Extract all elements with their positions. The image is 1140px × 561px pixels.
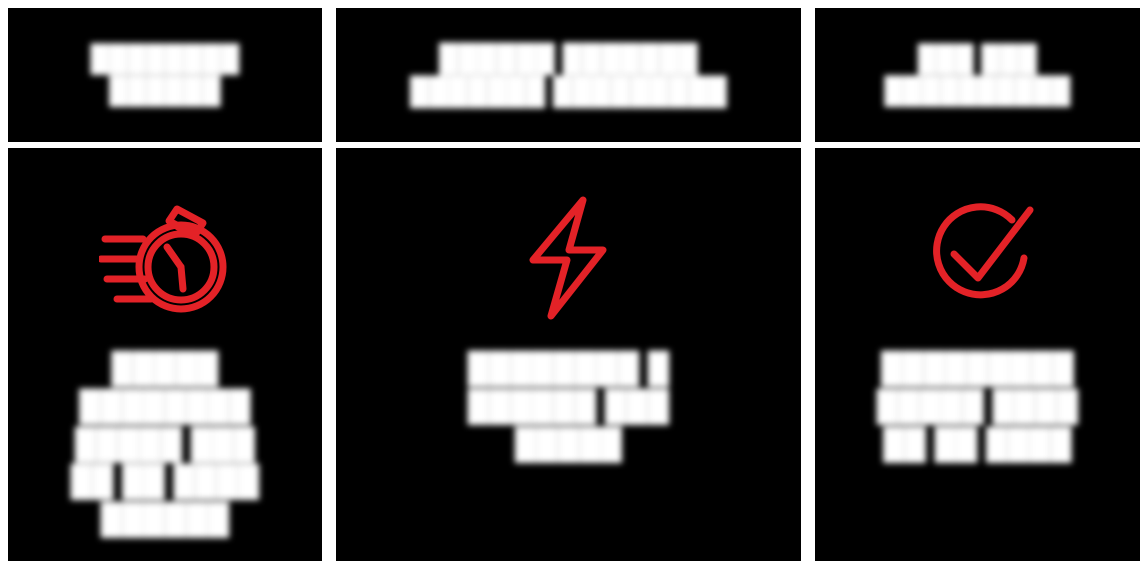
stopwatch-icon xyxy=(99,192,231,324)
feature-card-grid: ████████ ██████ ██████ ███████ ███████ █… xyxy=(8,8,1140,561)
feature-card-1-line-4: ██ ██ ████ xyxy=(70,465,260,499)
feature-card-1-line-1: █████ xyxy=(111,352,219,385)
header-card-2-text: ██████ ███████ ███████ █████████ xyxy=(410,42,727,108)
feature-card-3-line-2: █████ ████ xyxy=(876,389,1079,423)
feature-card-3-text: █████████ █████ ████ ██ ██ ████ xyxy=(877,350,1079,463)
feature-card-3-line-3: ██ ██ ████ xyxy=(883,427,1072,461)
feature-card-2-line-2: ██████ ███ xyxy=(467,389,670,423)
feature-card-3-line-1: █████████ xyxy=(880,352,1075,385)
feature-card-2: ████████ █ ██████ ███ █████ xyxy=(336,148,801,561)
header-card-2: ██████ ███████ ███████ █████████ xyxy=(336,8,801,142)
feature-card-1-text: █████ ████████ █████ ███ ██ ██ ████ ████… xyxy=(71,350,260,539)
header-card-1-line-2: ██████ xyxy=(109,75,221,105)
feature-card-1-line-3: █████ ███ xyxy=(74,427,256,461)
feature-card-3: █████████ █████ ████ ██ ██ ████ xyxy=(815,148,1140,561)
feature-card-1: █████ ████████ █████ ███ ██ ██ ████ ████… xyxy=(8,148,322,561)
header-card-3-line-2: ██████████ xyxy=(884,75,1071,105)
header-card-3-line-1: ███ ███ xyxy=(917,43,1038,74)
feature-card-2-line-1: ████████ █ xyxy=(467,352,670,385)
feature-card-2-text: ████████ █ ██████ ███ █████ xyxy=(468,350,670,463)
header-card-3-text: ███ ███ ██████████ xyxy=(884,43,1070,106)
header-card-3: ███ ███ ██████████ xyxy=(815,8,1140,142)
header-card-1-line-1: ████████ xyxy=(90,43,240,74)
header-card-1: ████████ ██████ xyxy=(8,8,322,142)
header-card-2-line-1: ██████ ███████ xyxy=(439,43,698,74)
check-circle-icon xyxy=(916,192,1040,324)
header-card-1-text: ████████ ██████ xyxy=(91,43,240,106)
lightning-bolt-icon xyxy=(521,192,617,324)
feature-card-1-line-2: ████████ xyxy=(79,389,251,423)
feature-card-1-line-5: ██████ xyxy=(100,503,230,537)
feature-card-2-line-3: █████ xyxy=(514,427,623,461)
header-card-2-line-2: ███████ █████████ xyxy=(410,76,727,106)
